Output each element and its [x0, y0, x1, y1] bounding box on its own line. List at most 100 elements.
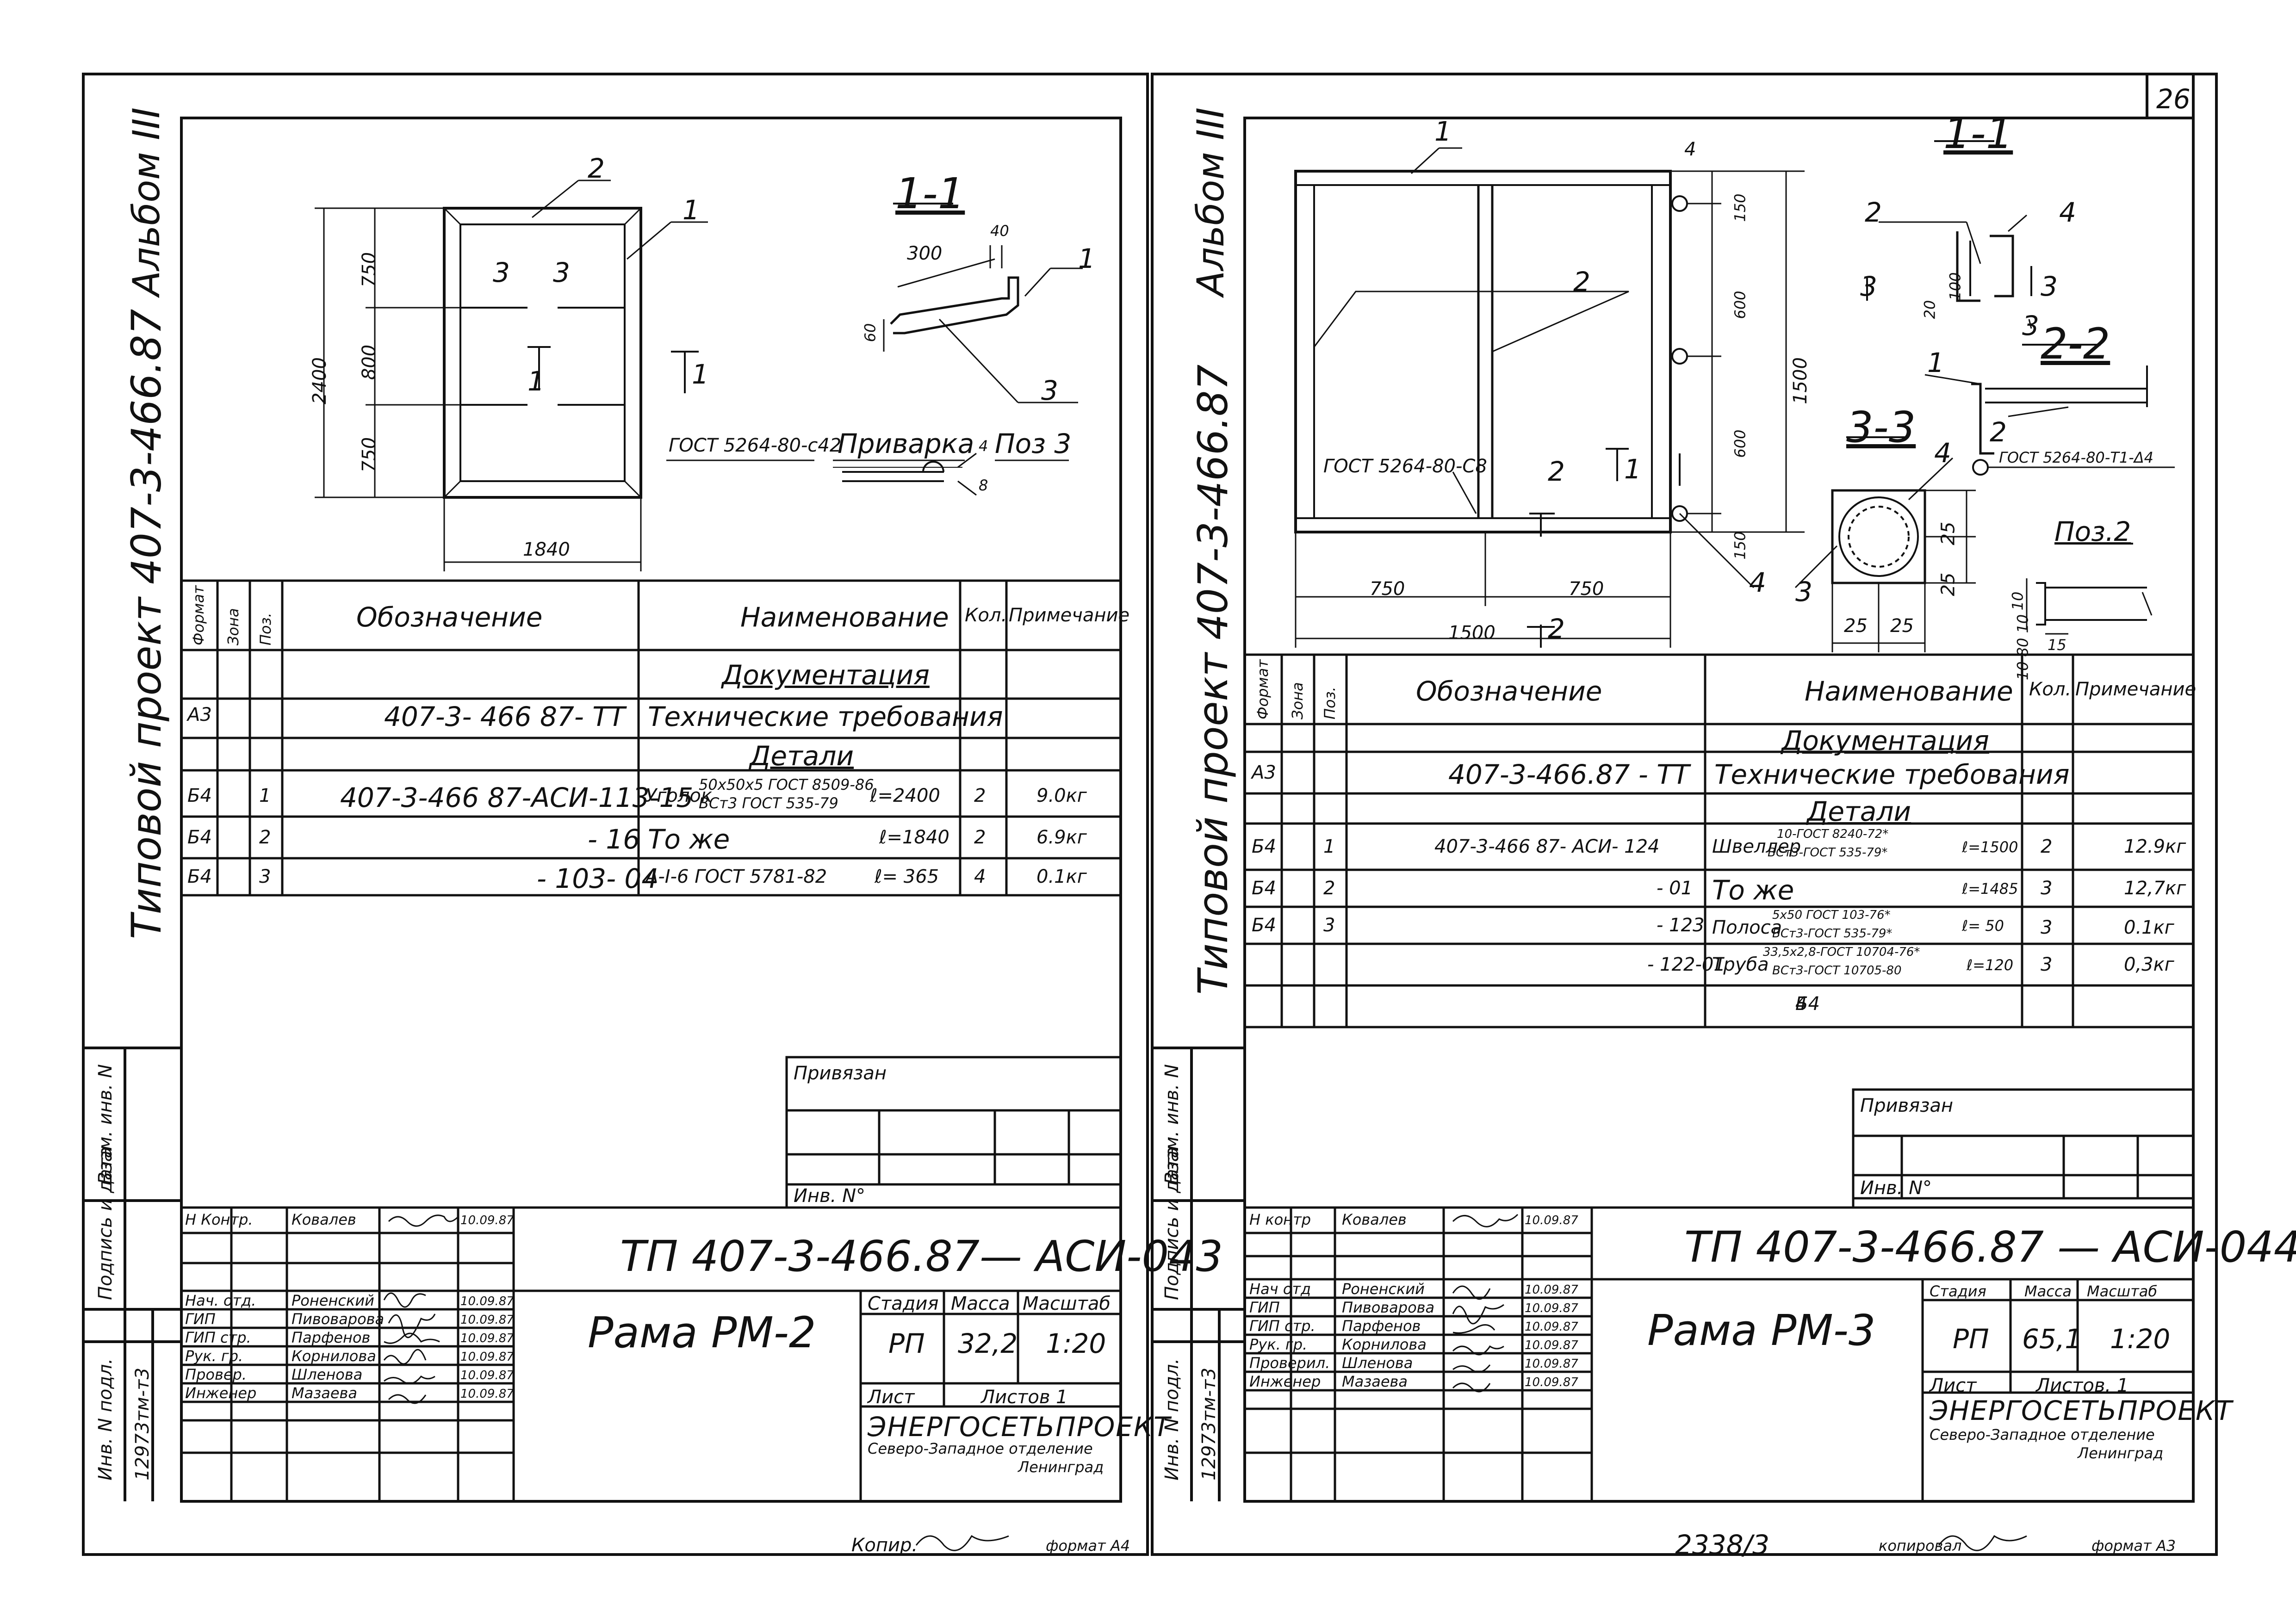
right-dim-600a: 600	[1731, 291, 1749, 319]
right-sec11-p2: 2	[1865, 197, 1882, 228]
left-weld-note: ГОСТ 5264-80-с42	[669, 435, 842, 456]
left-sec-60: 60	[861, 323, 879, 342]
right-inv: Инв. N°	[1860, 1177, 1932, 1199]
right-p5-role: Проверил.	[1249, 1354, 1330, 1372]
left-mass-v: 32,2	[958, 1328, 1018, 1359]
right-row5-note: 0,3кг	[2124, 954, 2174, 975]
left-p6-role: Инженер	[185, 1384, 257, 1402]
left-row2-frac-top: 50х50х5 ГОСТ 8509-86	[699, 776, 874, 793]
right-sec33-25a: 25	[1844, 615, 1868, 637]
right-th-designation: Обозначение	[1416, 675, 1602, 707]
left-side-inv-podl: Инв. N подл.	[95, 1358, 116, 1481]
right-section-det: Детали	[1807, 796, 1911, 827]
left-th-zone: Зона	[224, 608, 242, 645]
right-sec11-100: 100	[1946, 272, 1964, 301]
right-side-album: Альбом III	[1189, 107, 1232, 296]
right-th-note: Примечание	[2075, 679, 2197, 700]
left-row1-fmt: А3	[187, 704, 212, 725]
left-row3-code: - 16	[588, 824, 640, 855]
left-title-name: Рама РМ-2	[588, 1308, 816, 1357]
left-side-album: Альбом III	[125, 107, 168, 296]
right-p4-name: Корнилова	[1342, 1336, 1427, 1353]
right-row1-name: Технические требования	[1714, 759, 2070, 790]
right-mass-v: 65,1	[2022, 1323, 2082, 1355]
left-row4-note: 0.1кг	[1036, 866, 1087, 887]
left-dim-750a: 750	[359, 252, 380, 288]
left-p5-name: Шленова	[292, 1366, 363, 1383]
left-org2: Северо-Западное отделение	[868, 1440, 1093, 1457]
left-cut-1b: 1	[692, 359, 709, 390]
right-side-inv-number: 12973тм-т3	[1198, 1368, 1220, 1481]
right-row5-len: ℓ=120	[1967, 956, 2014, 974]
right-pos-3: 3	[1795, 576, 1812, 607]
right-frame-drawing	[1294, 140, 2175, 652]
left-row4-code: - 103- 04	[537, 863, 659, 894]
right-row2-code: 407-3-466 87- АСИ- 124	[1434, 836, 1660, 857]
right-row2-frac-top: 10-ГОСТ 8240-72*	[1777, 827, 1889, 841]
right-row5-pos: 4	[1795, 993, 1807, 1015]
right-p1-role: Нач отд	[1249, 1280, 1311, 1298]
left-scale-h: Масштаб	[1023, 1293, 1111, 1314]
right-p0-date: 10.09.87	[1525, 1214, 1578, 1227]
left-sec-pos1: 1	[1078, 243, 1095, 274]
left-row2-len: ℓ=2400	[870, 785, 940, 806]
right-cut-2b: 2	[1548, 613, 1565, 644]
right-row2-fmt: Б4	[1252, 836, 1276, 857]
right-sec33-25c: 25	[1937, 521, 1959, 545]
right-th-zone: Зона	[1289, 682, 1306, 719]
left-row3-qty: 2	[974, 827, 986, 848]
right-row2-qty: 2	[2041, 836, 2053, 857]
right-row1-fmt: А3	[1252, 762, 1276, 783]
right-side-sign-date: Подпись и дата	[1161, 1146, 1183, 1300]
right-row5-frac-top: 33,5х2,8-ГОСТ 10704-76*	[1763, 945, 1920, 959]
right-th-pos: Поз.	[1321, 687, 1339, 719]
left-stage-v: РП	[888, 1328, 925, 1359]
left-sheets: Листов 1	[981, 1387, 1068, 1408]
left-org: ЭНЕРГОСЕТЬПРОЕКТ	[868, 1411, 1171, 1443]
right-p3-role: ГИП стр.	[1249, 1317, 1316, 1335]
right-row3-fmt: Б4	[1252, 878, 1276, 899]
left-p2-name: Пивоварова	[292, 1310, 385, 1328]
right-row3-code: - 01	[1657, 878, 1693, 899]
right-scale-h: Масштаб	[2087, 1282, 2158, 1300]
left-cut-1a: 1	[527, 365, 545, 397]
right-row2-name: Швеллер	[1712, 836, 1801, 857]
left-inv: Инв. N°	[794, 1185, 865, 1207]
left-pos-2: 2	[588, 153, 605, 184]
right-p0-name: Ковалев	[1342, 1211, 1407, 1228]
right-pos-1: 1	[1434, 116, 1452, 147]
right-row4-fmt: Б4	[1252, 915, 1276, 936]
right-row5-frac-bot: ВСт3-ГОСТ 10705-80	[1772, 964, 1902, 978]
left-row4-len: ℓ= 365	[875, 866, 939, 887]
right-row4-name: Полоса	[1712, 917, 1782, 938]
left-dim-2400: 2400	[309, 357, 330, 404]
right-stage-h: Стадия	[1930, 1282, 1986, 1300]
right-row5-name: Труба	[1712, 954, 1769, 975]
right-dim-750b: 750	[1569, 578, 1604, 600]
right-stage-v: РП	[1953, 1323, 1989, 1355]
bottom-right-copy: копировал	[1879, 1537, 1962, 1555]
right-row5-fmt: Б4	[1795, 993, 1820, 1015]
left-pos-1: 1	[683, 194, 700, 226]
signatures	[383, 1214, 2027, 1551]
right-pos2-title: Поз.2	[2054, 516, 2131, 547]
right-row4-pos: 3	[1323, 915, 1335, 936]
right-bound: Привязан	[1860, 1095, 1954, 1116]
right-p6-date: 10.09.87	[1525, 1375, 1578, 1389]
left-bound: Привязан	[794, 1063, 887, 1084]
left-p4-name: Корнилова	[292, 1347, 376, 1365]
right-sec11-p3: 3	[2022, 310, 2039, 341]
right-row2-len: ℓ=1500	[1962, 838, 2018, 856]
left-section-doc: Документация	[722, 659, 930, 691]
left-dim-800: 800	[359, 344, 380, 380]
left-section-title: 1-1	[895, 169, 965, 218]
left-p1-name: Роненский	[292, 1292, 374, 1309]
left-p1-role: Нач. отд.	[185, 1292, 256, 1309]
left-row2-fmt: Б4	[187, 785, 212, 806]
right-sec33-25d: 25	[1937, 572, 1959, 596]
right-p2-role: ГИП	[1249, 1299, 1280, 1316]
right-p1-date: 10.09.87	[1525, 1283, 1578, 1297]
left-row4-qty: 4	[974, 866, 986, 887]
right-sheets: Листов. 1	[2036, 1375, 2129, 1396]
right-p2-date: 10.09.87	[1525, 1301, 1578, 1315]
